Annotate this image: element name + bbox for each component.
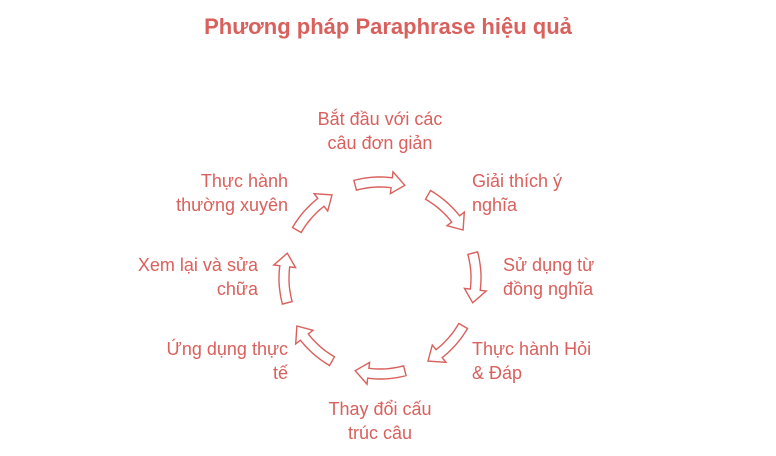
- curved-arrow-icon: [427, 322, 469, 364]
- step-line: Xem lại và sửa: [137, 255, 258, 275]
- step-line: & Đáp: [472, 363, 523, 383]
- step-change-structure: Thay đổi cấu trúc câu: [290, 397, 470, 445]
- step-line: Thực hành Hỏi: [472, 339, 592, 359]
- step-line: thường xuyên: [176, 195, 288, 215]
- step-review-correct: Xem lại và sửa chữa: [78, 253, 258, 301]
- step-line: Thực hành: [200, 171, 288, 191]
- step-line: Giải thích ý: [472, 171, 563, 191]
- step-line: Ứng dụng thực: [166, 339, 289, 359]
- step-line: nghĩa: [472, 195, 518, 215]
- step-line: Sử dụng từ: [503, 255, 595, 275]
- curved-arrow-icon: [354, 361, 407, 386]
- curved-arrow-icon: [272, 252, 297, 305]
- step-practice-qa: Thực hành Hỏi & Đáp: [472, 337, 652, 385]
- step-line: trúc câu: [347, 423, 413, 443]
- curved-arrow-icon: [294, 325, 336, 367]
- curved-arrow-icon: [291, 192, 333, 234]
- step-explain-meaning: Giải thích ý nghĩa: [472, 169, 652, 217]
- step-start-simple-sentences: Bắt đầu với các câu đơn giản: [290, 107, 470, 155]
- step-line: chữa: [216, 279, 258, 299]
- step-line: đồng nghĩa: [503, 279, 594, 299]
- curved-arrow-icon: [424, 189, 466, 231]
- diagram-title: Phương pháp Paraphrase hiệu quả: [204, 14, 572, 39]
- curved-arrow-icon: [353, 170, 406, 195]
- step-line: tế: [272, 363, 288, 383]
- step-line: Bắt đầu với các: [317, 109, 443, 129]
- step-line: câu đơn giản: [327, 133, 433, 153]
- step-use-synonyms: Sử dụng từ đồng nghĩa: [503, 253, 683, 301]
- step-line: Thay đổi cấu: [328, 399, 432, 419]
- step-real-application: Ứng dụng thực tế: [108, 337, 289, 385]
- step-practice-regularly: Thực hành thường xuyên: [108, 169, 288, 217]
- curved-arrow-icon: [463, 251, 488, 304]
